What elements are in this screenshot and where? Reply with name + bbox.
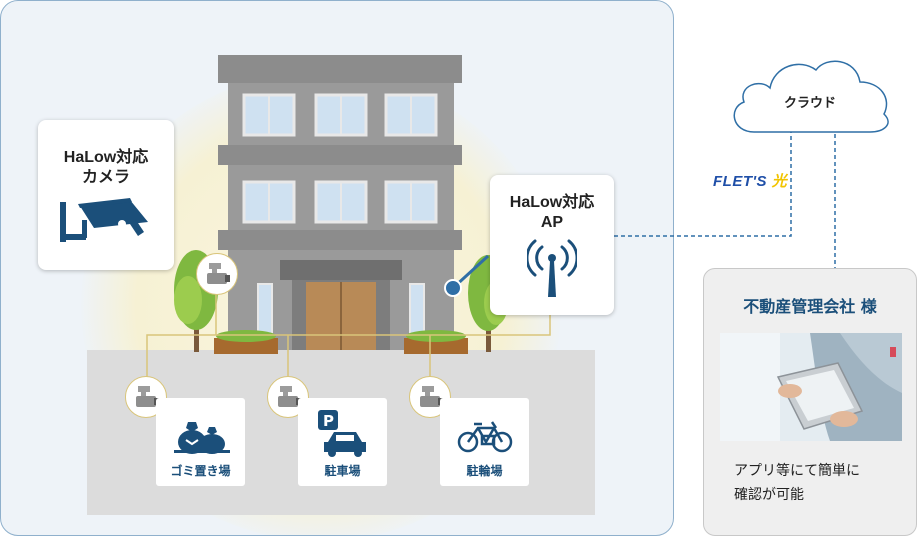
ap-card-title: HaLow対応 AP	[490, 193, 614, 233]
flets-logo: FLET'S 光	[713, 170, 787, 191]
tablet-photo	[720, 333, 902, 441]
garbage-bags-icon	[174, 422, 230, 454]
camera-card: HaLow対応 カメラ	[38, 120, 174, 270]
worker-with-tablet-image	[720, 333, 902, 441]
location-label-parking: 駐車場	[324, 464, 361, 478]
camera-icon	[207, 263, 230, 284]
company-panel: 不動産管理会社 様 アプリ等にて簡単に 確認が可能	[703, 268, 917, 536]
ap-dot	[444, 279, 462, 297]
parking-car-icon: P	[318, 410, 366, 457]
camera-marker-entrance	[196, 253, 238, 295]
camera-card-line1: HaLow対応	[63, 149, 149, 166]
cloud-label: クラウド	[783, 96, 836, 111]
location-label-bicycle: 駐輪場	[466, 464, 503, 478]
ap-card-line2: AP	[540, 214, 564, 231]
flets-mark: 光	[771, 173, 788, 190]
company-name: 不動産管理会社 様	[743, 297, 877, 316]
location-label-garbage: ゴミ置き場	[170, 464, 231, 478]
location-card-bicycle: 駐輪場	[440, 398, 529, 486]
wiring-lines	[146, 290, 551, 380]
location-card-parking: P 駐車場	[298, 398, 387, 486]
svg-text:P: P	[323, 412, 334, 430]
flets-text: FLET'S	[713, 173, 768, 190]
location-card-garbage: ゴミ置き場	[156, 398, 245, 486]
company-description: アプリ等にて簡単に 確認が可能	[734, 459, 860, 507]
cloud-icon	[733, 60, 889, 133]
network-lines	[614, 130, 836, 268]
antenna-icon	[527, 239, 577, 297]
company-desc-line1: アプリ等にて簡単に	[734, 463, 860, 479]
camera-card-title: HaLow対応 カメラ	[38, 148, 174, 188]
ap-card-line1: HaLow対応	[509, 194, 595, 211]
camera-card-line2: カメラ	[81, 169, 130, 186]
company-desc-line2: 確認が可能	[734, 487, 804, 503]
ap-card: HaLow対応 AP	[490, 175, 614, 315]
bicycle-icon	[457, 421, 513, 453]
security-camera-icon	[60, 198, 148, 242]
